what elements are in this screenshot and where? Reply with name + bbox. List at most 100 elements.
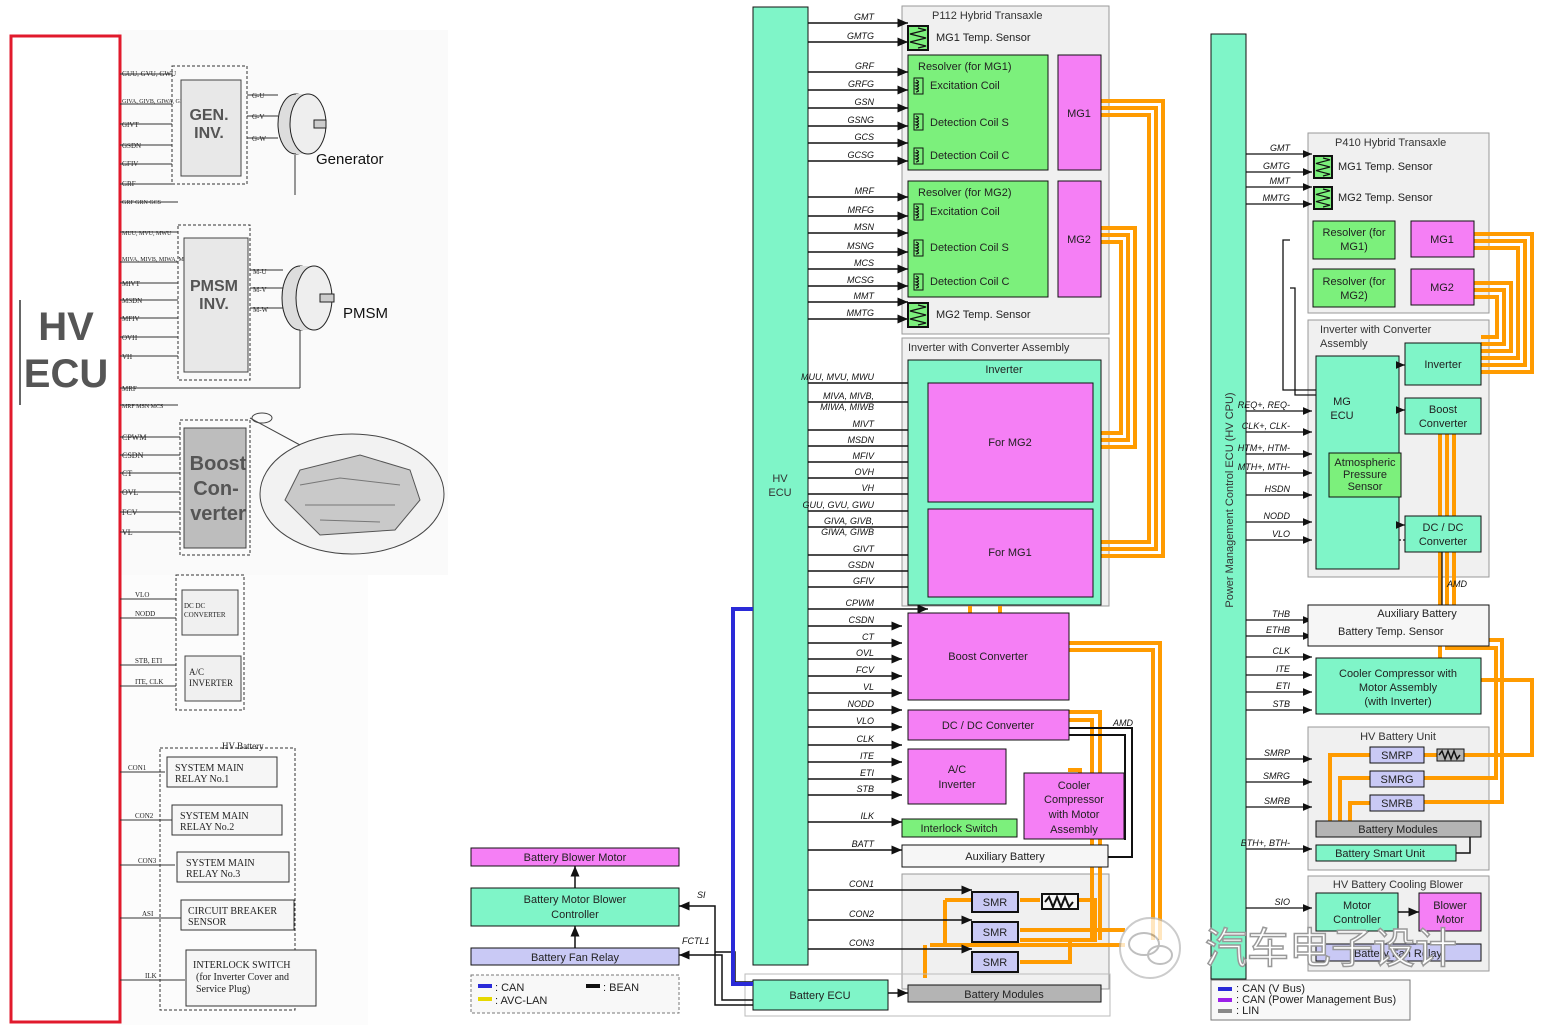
mid-signal-label: CLK xyxy=(856,734,875,744)
fctl-label: FCTL1 xyxy=(682,936,710,946)
dcdc-box-mid xyxy=(907,709,1070,741)
gen-inv-line1: GEN. xyxy=(189,107,228,124)
mid-signal-label: GIVA, GIVB, xyxy=(824,516,874,526)
sig-pmsm-2: MIVA, MIVB, MIWA, MIWB xyxy=(122,257,196,263)
battery-dash xyxy=(159,747,296,1011)
r-legend-can-swatch xyxy=(1218,987,1232,991)
relay-boxes: SYSTEM MAIN RELAY No.1 SYSTEM MAIN RELAY… xyxy=(166,756,317,1007)
mid-signal-label: MMTG xyxy=(847,308,875,318)
r-atm-line3: Sensor xyxy=(1348,481,1383,493)
power-lines xyxy=(923,99,1165,978)
res-mg2-box xyxy=(907,180,1049,298)
mid-signal-label: MSN xyxy=(854,222,875,232)
mid-signal-label: BATT xyxy=(852,839,876,849)
res-mg2-title: Resolver (for MG2) xyxy=(918,187,1012,199)
mid-signal-label: GRF xyxy=(855,61,875,71)
r-mg-ecu-line2: ECU xyxy=(1330,410,1353,422)
smr-boxes: SMR SMR SMR xyxy=(971,891,1079,973)
boost-line2: Con- xyxy=(193,478,239,500)
right-signal-label: ETI xyxy=(1276,681,1291,691)
res-mg1-box xyxy=(907,54,1049,171)
battery-title: HV Battery xyxy=(222,741,264,751)
left-hv-ecu-line1: HV xyxy=(38,305,94,349)
sig-pmsm-4: MSDN xyxy=(122,297,142,305)
sig-gen-2: GIVA, GIVB, GIWA, GIWB xyxy=(122,99,192,105)
mid-signal-label: VL xyxy=(863,682,874,692)
coil-icons xyxy=(907,25,929,328)
pm-ecu-label: Power Management Control ECU (HV CPU) xyxy=(1224,392,1236,607)
interlock-box xyxy=(901,818,1018,838)
for-mg2-label: For MG2 xyxy=(988,437,1031,449)
r-aux-title: Auxiliary Battery xyxy=(1377,608,1457,620)
mid-signal-label: GMTG xyxy=(847,31,874,41)
r-boost-line1: Boost xyxy=(1429,404,1457,416)
mg1-box xyxy=(1057,54,1102,171)
sig-boost-6: VL xyxy=(122,528,133,537)
r-fan-relay-box xyxy=(1315,943,1482,962)
right-signal-label: BTH+, BTH- xyxy=(1241,838,1290,848)
fan-relay-label: Battery Fan Relay xyxy=(531,952,620,964)
mid-signal-label: MRFG xyxy=(848,205,875,215)
right-signal-label: SIO xyxy=(1274,897,1290,907)
res-mg1-exc: Excitation Coil xyxy=(930,80,1000,92)
r-amd-label: AMD xyxy=(1446,579,1468,589)
r-res2-box xyxy=(1312,268,1396,308)
gen-inv-line2: INV. xyxy=(194,125,224,142)
res-mg2-exc: Excitation Coil xyxy=(930,206,1000,218)
battery-ecu-frame xyxy=(744,973,1111,1017)
mid-signal-label: MCSG xyxy=(847,275,874,285)
right-signal-label: SMRP xyxy=(1264,748,1290,758)
r-mg2-temp: MG2 Temp. Sensor xyxy=(1338,192,1433,204)
boost-conv-box xyxy=(907,612,1070,701)
mid-signal-label: GCSG xyxy=(847,150,874,160)
cooler-box-mid xyxy=(1023,772,1125,840)
mid-signal-label: GFIV xyxy=(853,576,875,586)
res-mg2-detc: Detection Coil C xyxy=(930,276,1010,288)
motor-ctrl-line2: Controller xyxy=(1333,914,1381,926)
mid-signal-label: FCV xyxy=(856,665,875,675)
pmsm-drum-icon xyxy=(281,265,335,331)
temp-sensor-icon xyxy=(907,25,929,51)
pmsm-pin-u: M-U xyxy=(253,268,267,276)
blower-line2: Motor xyxy=(1436,914,1464,926)
mid-signal-label: STB xyxy=(856,784,874,794)
right-signal-label: NODD xyxy=(1264,511,1291,521)
mid-signal-label: GRFG xyxy=(848,79,874,89)
mid-amd-label: AMD xyxy=(1112,718,1134,728)
gen-pin-v: G-V xyxy=(252,113,264,121)
r-legend xyxy=(1210,979,1411,1021)
sig-dc-1: VLO xyxy=(135,591,149,599)
si-label: SI xyxy=(697,890,706,900)
interlock-label: Interlock Switch xyxy=(920,823,997,835)
bsu-label: Battery Smart Unit xyxy=(1335,848,1425,860)
right-signal-label: ITE xyxy=(1276,664,1291,674)
middle-diagram: P112 Hybrid Transaxle Inverter with Conv… xyxy=(470,5,1165,1017)
can-bus-line xyxy=(731,607,753,986)
r-res1-box xyxy=(1312,220,1396,260)
sig-boost-5: FCV xyxy=(122,508,138,517)
pmsm-inv-box xyxy=(183,237,249,373)
left-hv-ecu-line2: ECU xyxy=(24,352,108,396)
mid-signal-label: CON1 xyxy=(849,879,874,889)
mid-signal-label: CSDN xyxy=(848,615,874,625)
r-mg1-label: MG1 xyxy=(1430,234,1454,246)
temp-sensor-icon xyxy=(1313,155,1333,179)
pmsm-pin-w: M-W xyxy=(253,306,269,314)
dcdc-label-mid: DC / DC Converter xyxy=(942,720,1035,732)
interlock-line3: Service Plug) xyxy=(196,984,250,995)
cool-title: HV Battery Cooling Blower xyxy=(1333,879,1464,891)
r-res2-line1: Resolver (for xyxy=(1323,276,1386,288)
mid-signal-label: MCS xyxy=(854,258,874,268)
blower-ctrl-line2: Controller xyxy=(551,909,599,921)
resolver-link xyxy=(1290,287,1316,396)
r-mg1-box xyxy=(1410,220,1475,258)
legend-bean-swatch xyxy=(586,984,600,988)
mid-hv-ecu-bar xyxy=(752,6,809,966)
coil-icon xyxy=(913,273,924,291)
cooler-line1: Cooler xyxy=(1058,780,1091,792)
smr1-label: SMR xyxy=(983,897,1008,909)
r-legend-lin-swatch xyxy=(1218,1009,1232,1013)
right-signal-label: MMTG xyxy=(1263,193,1291,203)
